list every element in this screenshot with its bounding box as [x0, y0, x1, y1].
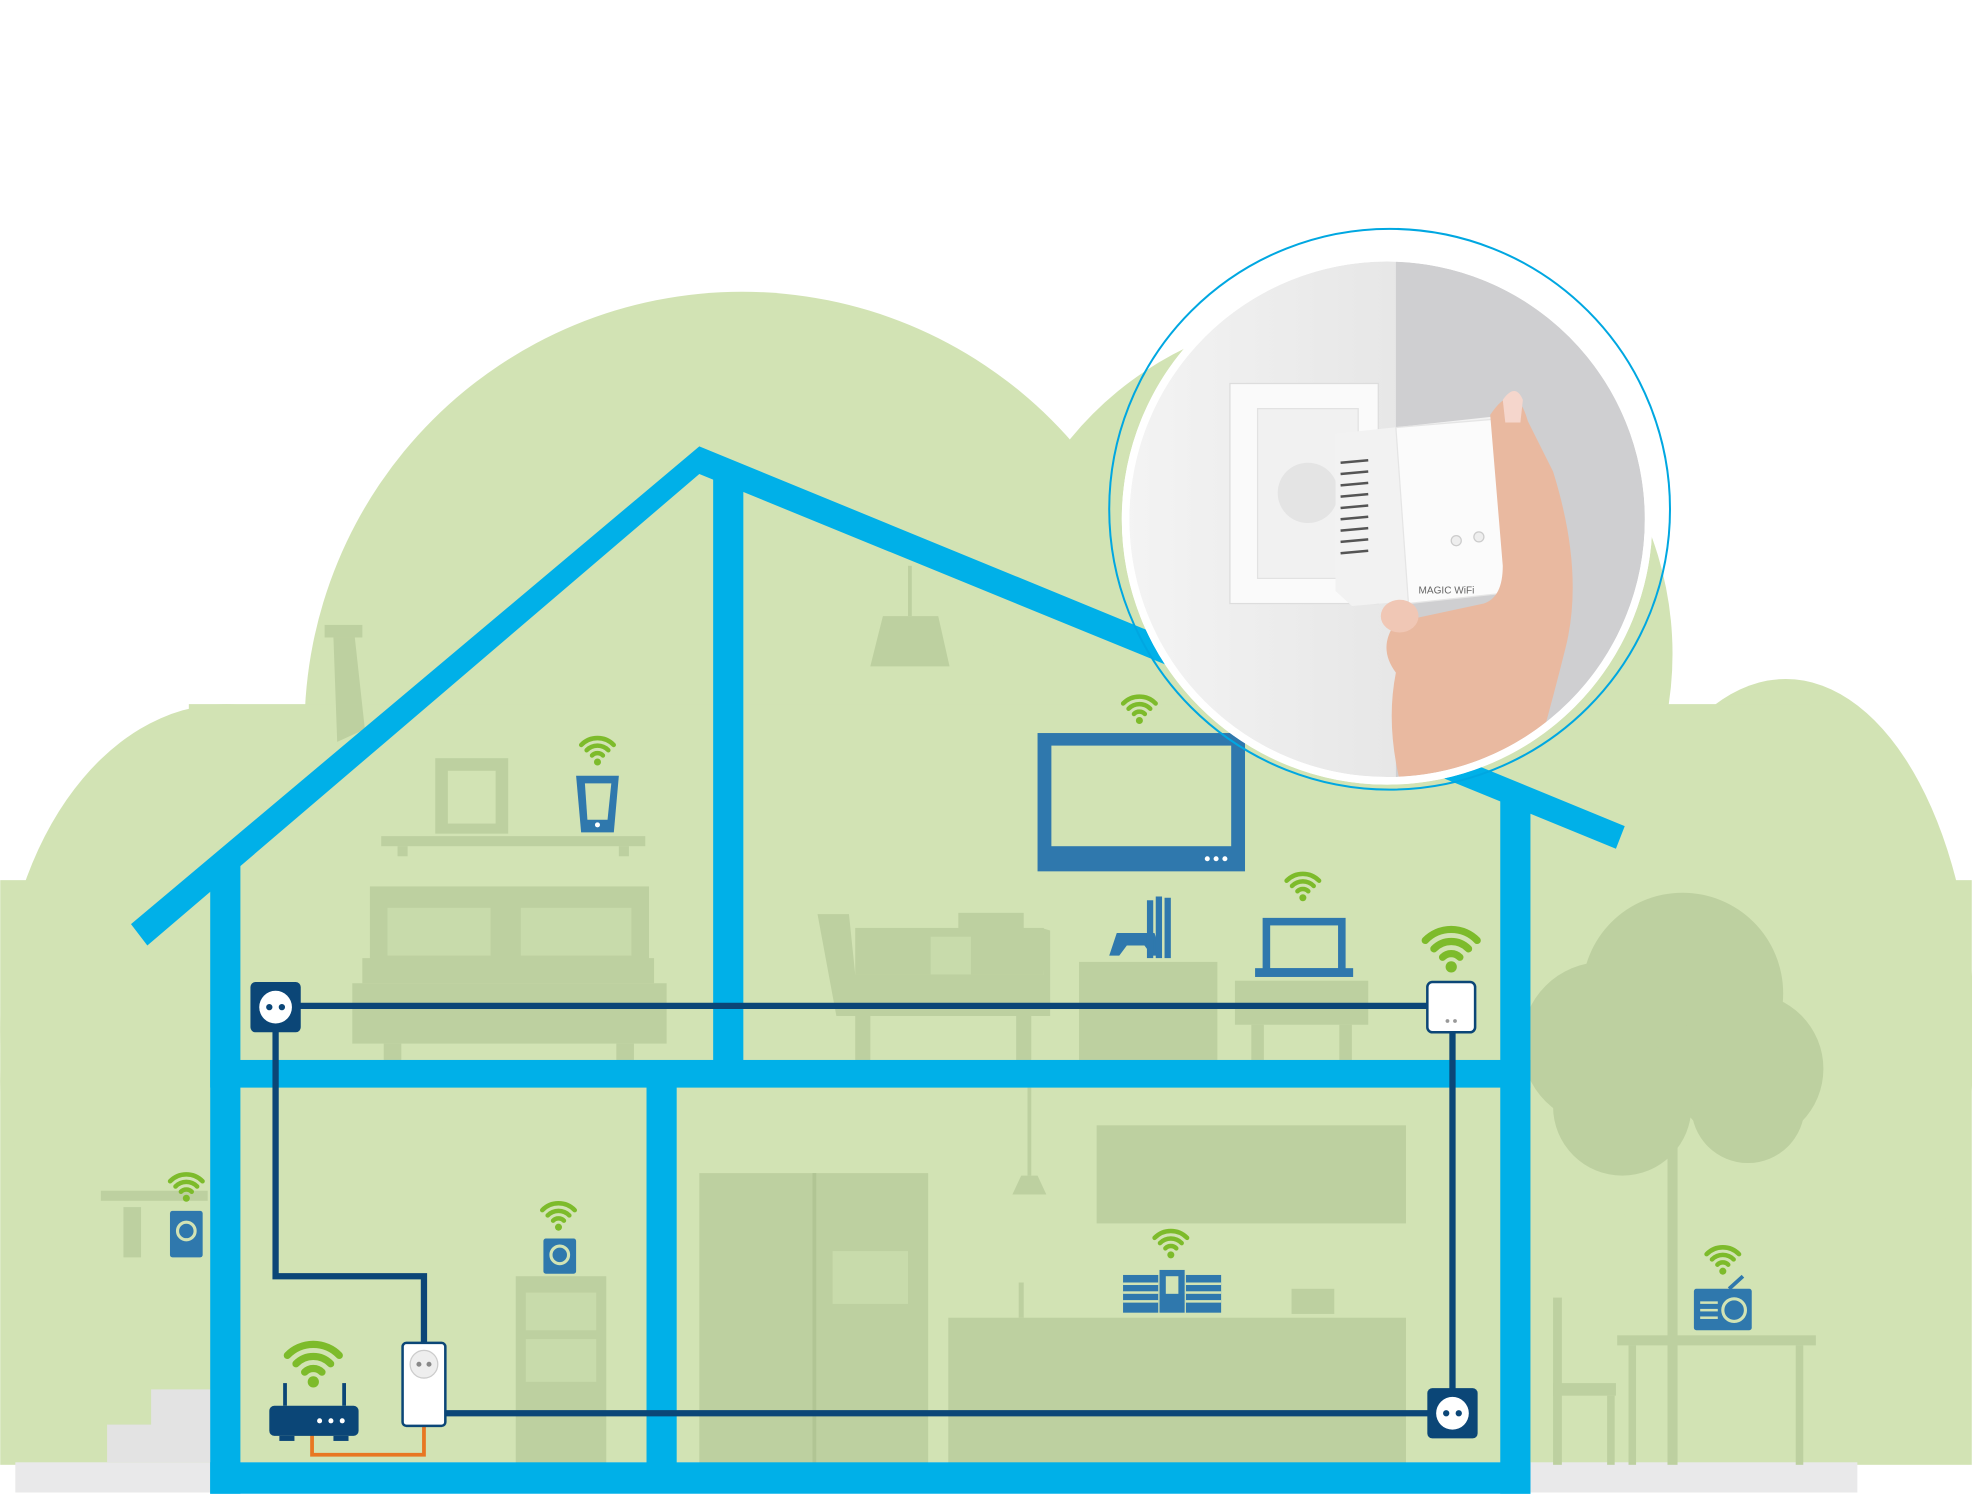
stereo-icon	[1123, 1269, 1222, 1313]
tv-icon	[1037, 733, 1246, 872]
patio-table	[1617, 1335, 1816, 1465]
router-icon	[269, 1383, 359, 1441]
bed	[352, 886, 667, 1063]
wifi-icon	[1120, 694, 1158, 724]
kitchen-lamp	[1012, 1087, 1047, 1195]
radio-icon	[1693, 1274, 1752, 1331]
wifi-icon	[1152, 1228, 1190, 1259]
kitchen-counter	[948, 1282, 1406, 1465]
wifi-icon	[283, 1340, 343, 1388]
wifi-icon	[539, 1201, 577, 1231]
wifi-icon	[1284, 871, 1322, 902]
chimney	[324, 624, 365, 742]
house-frame	[130, 446, 1625, 1494]
speaker-icon	[543, 1238, 577, 1274]
wifi-icon	[578, 735, 616, 766]
stairs	[107, 1389, 221, 1463]
tv-stand	[1079, 961, 1218, 1063]
wall-cabinets	[1096, 1125, 1406, 1224]
ceiling-lamp	[870, 565, 950, 667]
wifi-icon	[167, 1172, 205, 1202]
wifi-icon	[1704, 1245, 1742, 1275]
powerline-cables	[272, 1002, 1456, 1417]
shelf	[381, 836, 646, 857]
tree	[1521, 892, 1824, 1465]
wifi-signals	[167, 694, 1742, 1388]
magic-wifi-adapter	[1426, 980, 1477, 1034]
game-controller-icon	[1109, 896, 1171, 959]
device-label: MAGIC WiFi	[1419, 585, 1475, 596]
speaker-icon	[169, 1210, 203, 1258]
picture-frame	[435, 758, 509, 834]
wall-shelf-outside	[100, 1190, 208, 1258]
hand	[1380, 391, 1573, 778]
powerline-adapter-with-socket	[401, 1341, 447, 1428]
ethernet-cable	[310, 1420, 426, 1457]
sofa	[817, 912, 1051, 1063]
wifi-icon	[1421, 925, 1481, 973]
dresser	[515, 1276, 607, 1465]
power-socket-icon	[1427, 1388, 1478, 1439]
patio-chair	[1553, 1297, 1616, 1465]
tablet-icon	[576, 775, 619, 833]
fridge	[699, 1173, 929, 1465]
laptop-icon	[1255, 917, 1354, 977]
power-socket-icon	[250, 981, 301, 1033]
